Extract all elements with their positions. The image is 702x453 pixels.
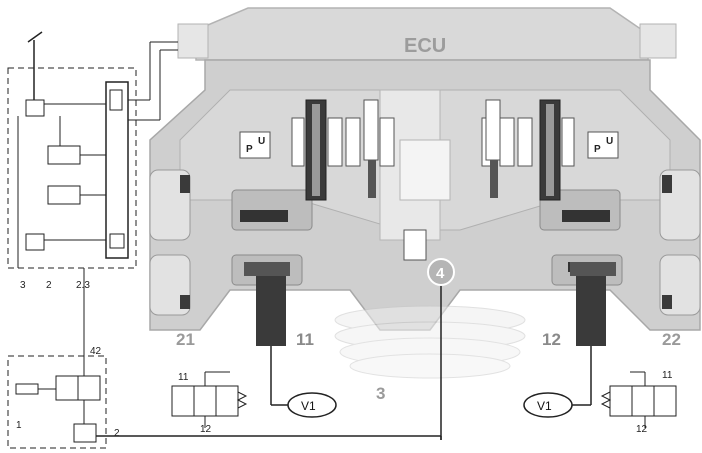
right-valve-12: 12 bbox=[636, 424, 648, 435]
right-solenoid-stack bbox=[481, 99, 575, 201]
valve-port-1: 1 bbox=[16, 420, 22, 431]
left-pu-port: P U bbox=[239, 131, 271, 159]
right-housing-detail bbox=[659, 169, 701, 316]
left-directional-valve: 11 12 bbox=[171, 371, 248, 435]
right-valve-11: 11 bbox=[662, 370, 673, 381]
left-solenoid-stack bbox=[291, 99, 395, 201]
left-v1-valve: V1 bbox=[270, 346, 337, 418]
part-21-label: 21 bbox=[176, 330, 195, 349]
left-housing-detail bbox=[149, 169, 191, 316]
module-label-3: 3 bbox=[20, 280, 26, 291]
part-4-label: 4 bbox=[436, 265, 445, 282]
right-v1-label: V1 bbox=[537, 399, 552, 413]
part-11-label: 11 bbox=[296, 330, 314, 349]
module-label-2: 2 bbox=[46, 280, 52, 291]
right-port-u: U bbox=[606, 136, 613, 147]
right-directional-valve: 11 12 bbox=[600, 370, 677, 435]
left-port-p: P bbox=[246, 144, 253, 155]
right-pu-port: P U bbox=[587, 131, 619, 159]
right-port-p: P bbox=[594, 144, 601, 155]
part-3-label: 3 bbox=[376, 384, 385, 403]
left-valve-12: 12 bbox=[200, 424, 212, 435]
left-v1-label: V1 bbox=[301, 399, 316, 413]
actuator-housing bbox=[149, 59, 701, 331]
left-pneumatic-module: 3 2 2.3 bbox=[7, 31, 178, 291]
ecu-label: ECU bbox=[404, 35, 446, 57]
clutch-cylinder-3 bbox=[334, 305, 526, 379]
left-valve-11: 11 bbox=[178, 372, 189, 383]
valve-port-2: 2 bbox=[114, 428, 120, 439]
module-label-2-3: 2.3 bbox=[76, 280, 90, 291]
bottom-left-valve: 42 1 2 bbox=[7, 268, 442, 449]
valve-port-42: 42 bbox=[90, 346, 102, 357]
part-22-label: 22 bbox=[662, 330, 681, 349]
ecu-block: ECU bbox=[177, 7, 677, 61]
right-v1-valve: V1 bbox=[523, 346, 592, 418]
push-rods bbox=[244, 262, 616, 346]
part-12-label: 12 bbox=[542, 330, 561, 349]
left-port-u: U bbox=[258, 136, 265, 147]
sensor-4: 4 bbox=[403, 229, 455, 440]
